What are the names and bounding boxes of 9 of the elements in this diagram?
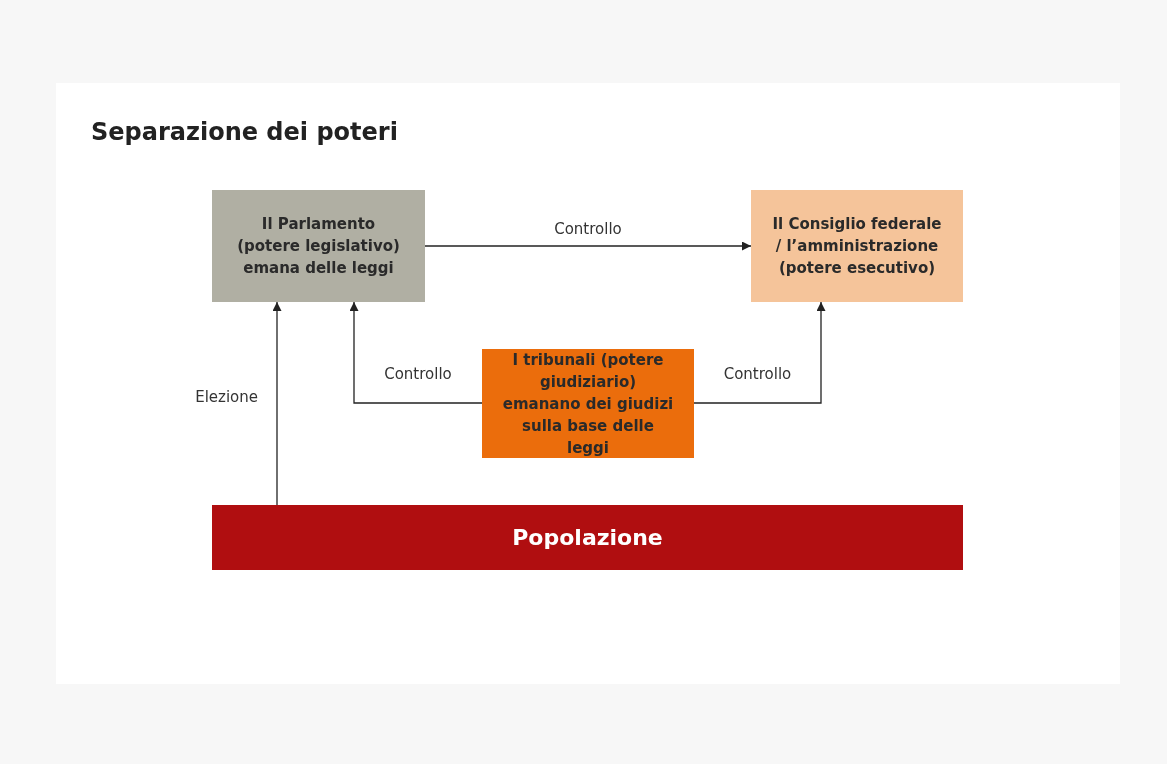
diagram-title: Separazione dei poteri	[91, 118, 398, 146]
process-box: I tribunali (potere giudiziario) emanano dei giudizi sulla base delle leggi	[482, 349, 694, 458]
process-box: Il Parlamento (potere legislativo) emana delle leggi	[212, 190, 425, 302]
arrow	[349, 301, 483, 404]
arrow	[693, 301, 826, 404]
arrow	[272, 301, 282, 506]
process-box: Popolazione	[212, 505, 963, 570]
process-box: Il Consiglio federale / l’amministrazione (potere esecutivo)	[751, 190, 963, 302]
arrow	[424, 241, 752, 251]
